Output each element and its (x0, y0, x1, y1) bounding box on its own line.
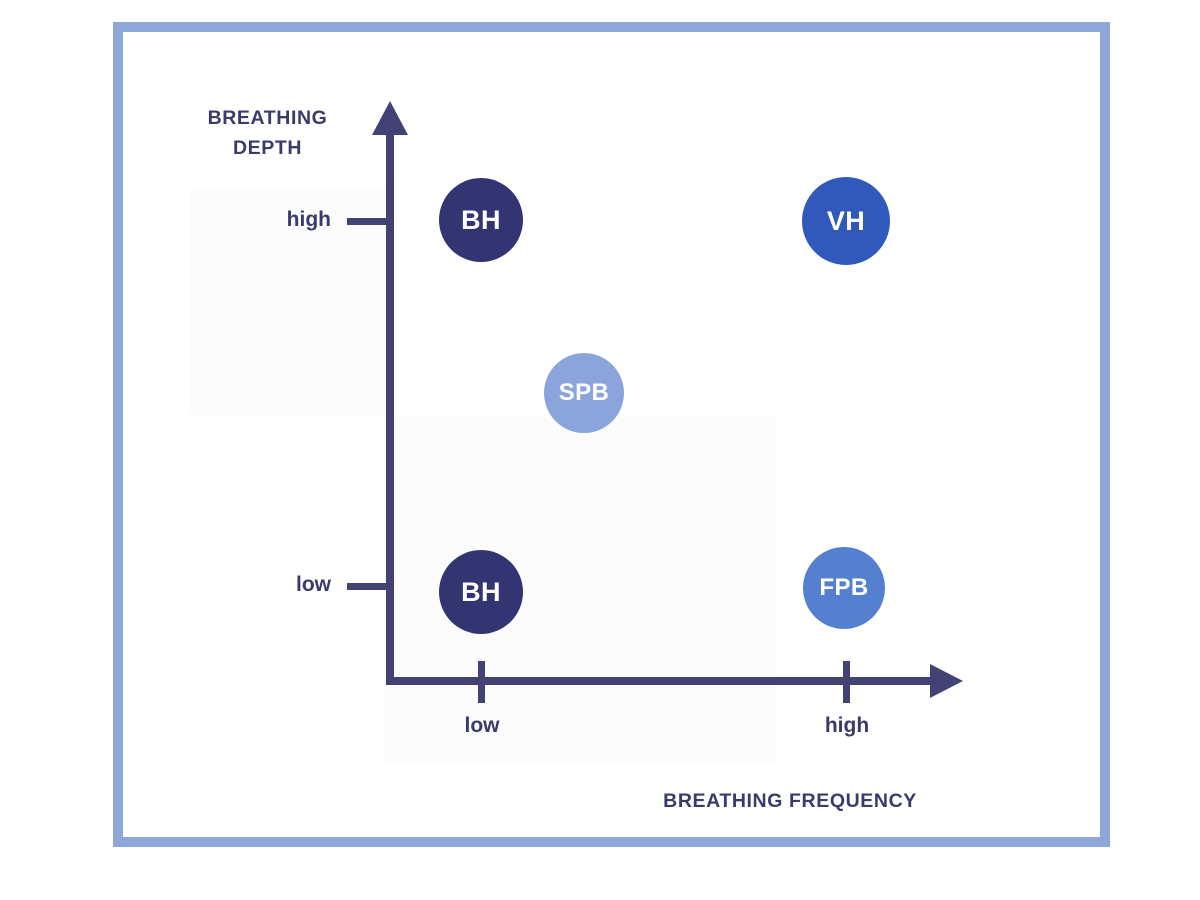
data-bubble-label: BH (461, 576, 501, 607)
x-axis-title: BREATHING FREQUENCY (663, 790, 917, 812)
y-axis-tick-low (347, 583, 389, 590)
x-axis-tick-label-low: low (464, 714, 500, 737)
data-bubble-label: SPB (558, 379, 610, 406)
y-axis-tick-label-high: high (286, 208, 331, 231)
y-axis-tick-label-low: low (296, 573, 331, 596)
data-bubble-label: BH (461, 204, 501, 235)
data-bubble-fpb[interactable]: FPB (803, 547, 885, 629)
background-tint-panel-upper-left (190, 190, 390, 415)
data-bubble-label: VH (826, 205, 866, 236)
y-axis-title: BREATHING DEPTH (207, 107, 328, 160)
data-bubble-bh-high-depth[interactable]: BH (439, 178, 523, 262)
x-axis-tick-low (478, 661, 485, 703)
y-axis-line (386, 118, 394, 685)
y-axis-arrow-icon (372, 101, 408, 135)
y-axis-tick-high (347, 218, 389, 225)
x-axis-tick-label-high: high (824, 714, 870, 737)
data-bubble-vh[interactable]: VH (802, 177, 890, 265)
x-axis-line (386, 677, 938, 685)
data-bubble-spb[interactable]: SPB (544, 353, 624, 433)
data-bubble-bh-low-depth[interactable]: BH (439, 550, 523, 634)
x-axis-arrow-icon (930, 664, 963, 698)
data-bubble-label: FPB (819, 574, 869, 601)
x-axis-tick-high (843, 661, 850, 703)
